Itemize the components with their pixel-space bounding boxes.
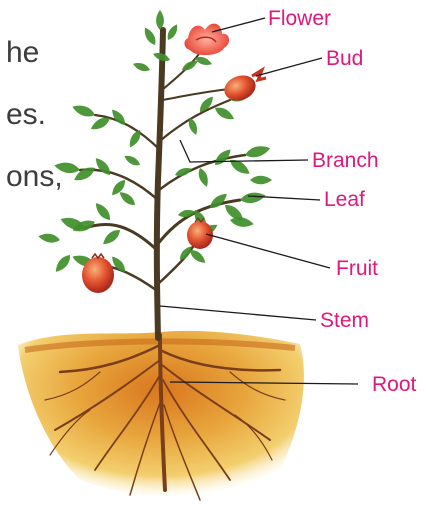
leaf-shape [196,167,210,188]
leaf-shape [227,156,252,177]
leaf-shape [93,155,114,177]
flower [184,24,229,55]
label-fruit: Fruit [336,258,378,279]
leaf-shape [177,208,196,218]
label-root: Root [372,374,416,395]
background-text-line-2: es. [6,100,46,130]
label-bud: Bud [326,48,363,69]
leaf-shape [123,153,142,168]
background-text-line-1: he [6,38,39,68]
leaf-shape [250,176,272,185]
branch-leader-line [180,140,308,162]
leaf-shape [165,23,180,42]
label-stem: Stem [320,310,369,331]
leaf-shape [142,26,159,47]
leaf-shape [38,232,61,244]
stem-leader-line [160,306,316,320]
leaf-shape [117,189,137,208]
label-flower: Flower [268,8,331,29]
leaf-shape [213,104,236,122]
leaf-shape [93,200,114,222]
leaf-shape [71,102,97,119]
leaf-shape [239,190,266,204]
leaf-shape [244,143,272,160]
background-text-line-3: ons, [6,162,63,192]
fruit-leader-line [206,234,330,268]
leaf-shape [132,61,151,74]
leaf-shape [100,227,122,248]
label-leaf: Leaf [324,189,365,210]
leaf-shape [127,128,144,149]
bud-leader-line [256,58,322,76]
label-branch: Branch [312,150,379,171]
leaf-shape [53,252,74,274]
leaf-shape [156,10,164,30]
stem [80,30,245,338]
flower-leader-line [212,18,265,32]
